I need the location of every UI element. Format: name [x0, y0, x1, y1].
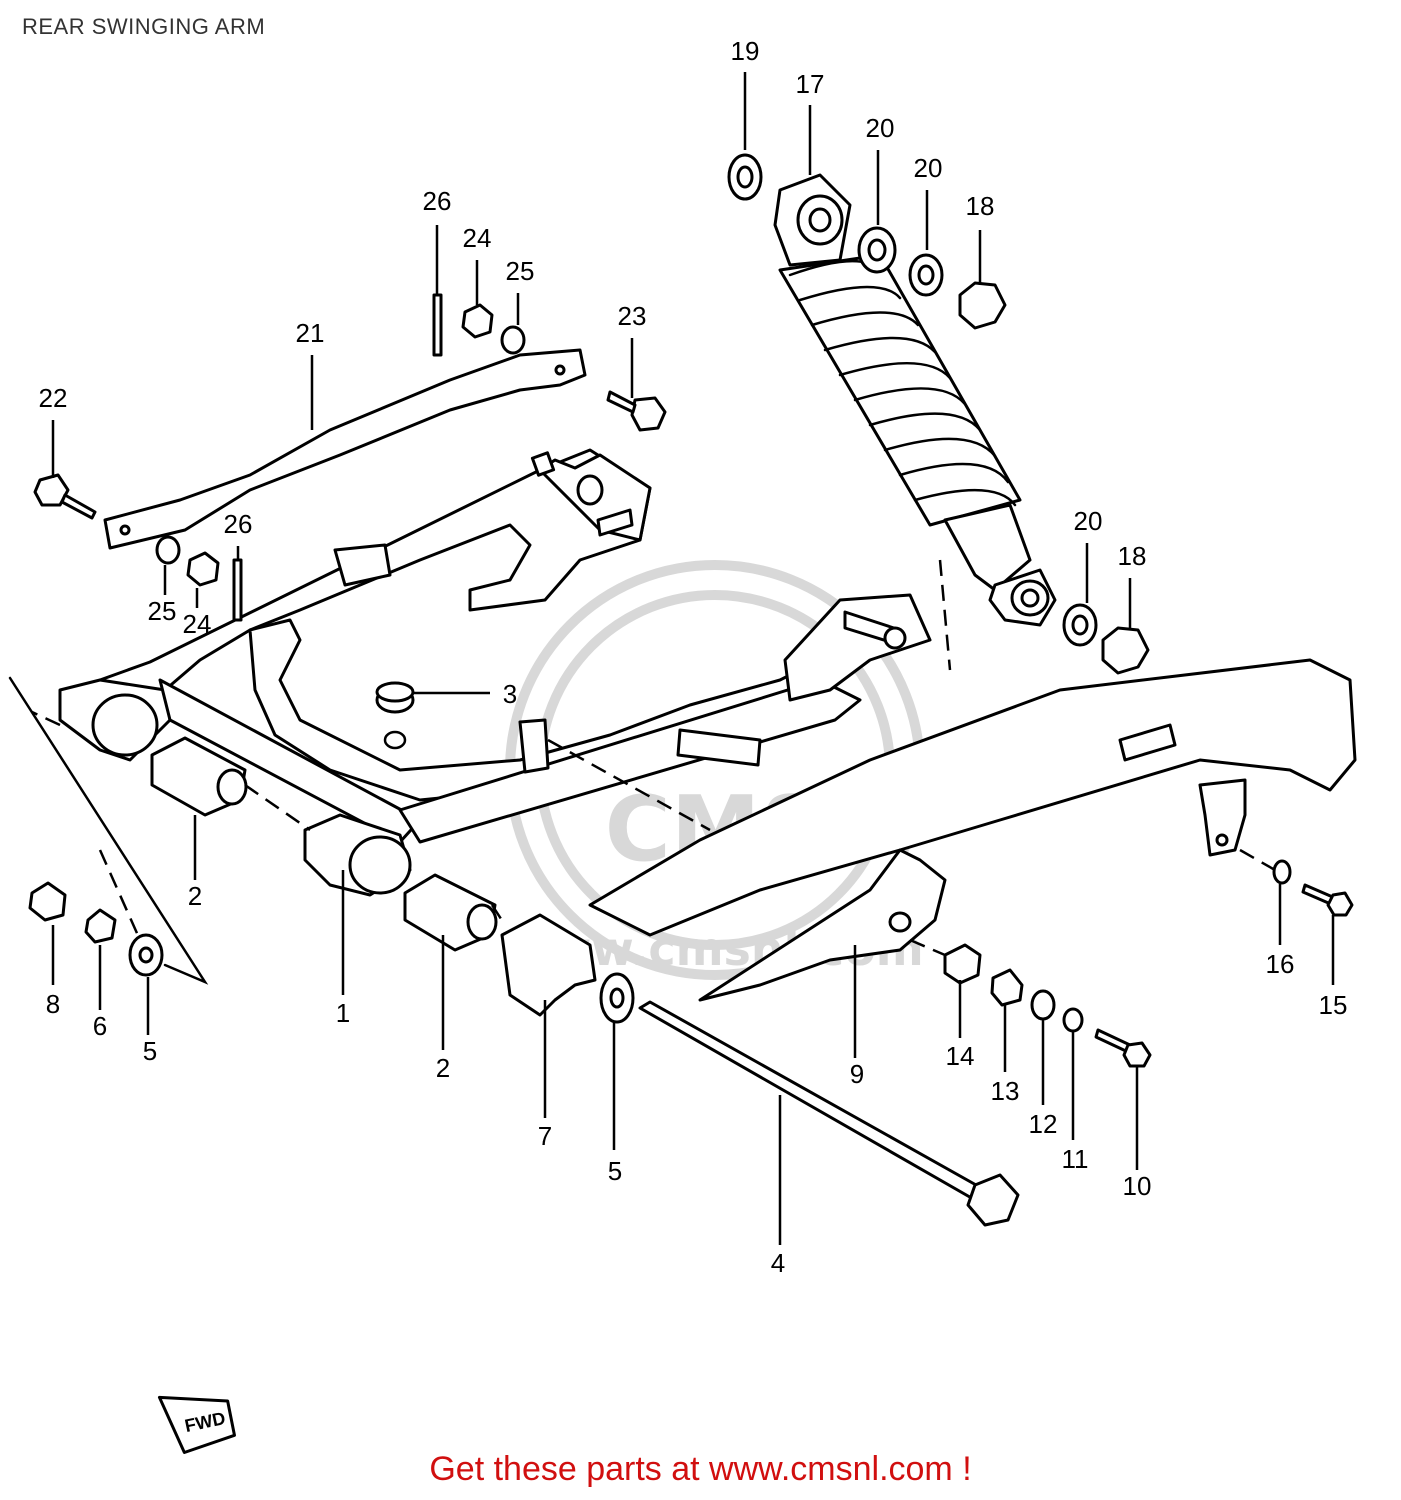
- callout-numbers: 1 2 2 3 4 5 5 6 7 8 9 10 11 12 13 14 15 …: [39, 36, 1348, 1278]
- callout-20: 20: [866, 113, 895, 143]
- callout-20: 20: [914, 153, 943, 183]
- callout-14: 14: [946, 1041, 975, 1071]
- part-23-bolt: [630, 396, 667, 432]
- callout-5: 5: [143, 1036, 157, 1066]
- reference-line: [8, 676, 209, 985]
- callout-22: 22: [39, 383, 68, 413]
- callout-26: 26: [423, 186, 452, 216]
- loose-parts: [28, 153, 1354, 1227]
- part-18-cap-nut-upper: [958, 281, 1007, 330]
- part-22-bolt: [33, 473, 70, 507]
- part-11-washer: [1062, 1007, 1084, 1033]
- part-10-bolt: [1094, 1028, 1132, 1054]
- part-7-cover: [500, 913, 597, 1017]
- callout-5: 5: [608, 1156, 622, 1186]
- callout-24: 24: [183, 609, 212, 639]
- chain-case: [588, 658, 1357, 1002]
- callout-10: 10: [1123, 1171, 1152, 1201]
- callout-20: 20: [1074, 506, 1103, 536]
- part-14-bushing: [943, 943, 982, 985]
- callout-21: 21: [296, 318, 325, 348]
- part-26-pin-upper: [432, 293, 443, 357]
- callout-9: 9: [850, 1059, 864, 1089]
- callout-1: 1: [336, 998, 350, 1028]
- footer-link-text[interactable]: Get these parts at www.cmsnl.com !: [429, 1450, 972, 1488]
- callout-4: 4: [771, 1248, 785, 1278]
- callout-23: 23: [618, 301, 647, 331]
- part-24-nut-lower: [186, 551, 220, 587]
- part-26-pin-lower: [232, 558, 243, 622]
- callout-8: 8: [46, 989, 60, 1019]
- part-24-nut-upper: [461, 303, 494, 339]
- callout-25: 25: [148, 596, 177, 626]
- callout-12: 12: [1029, 1109, 1058, 1139]
- callout-24: 24: [463, 223, 492, 253]
- part-12-washer: [1030, 989, 1056, 1021]
- callout-26: 26: [224, 509, 253, 539]
- callout-25: 25: [506, 256, 535, 286]
- rear-shock-absorber: [773, 173, 1057, 627]
- fwd-arrow-icon: FWD: [157, 1395, 236, 1454]
- callout-15: 15: [1319, 990, 1348, 1020]
- part-6-lock-washer: [84, 908, 117, 944]
- part-21-brace: [103, 348, 587, 550]
- alignment-lines: [31, 559, 1276, 957]
- callout-18: 18: [966, 191, 995, 221]
- part-18-cap-nut-lower: [1101, 626, 1150, 675]
- part-4-pivot-shaft: [638, 1000, 987, 1202]
- part-25-washer-upper: [500, 325, 526, 355]
- part-13-collar: [990, 968, 1024, 1007]
- callout-3: 3: [503, 679, 517, 709]
- callout-19: 19: [731, 36, 760, 66]
- callout-17: 17: [796, 69, 825, 99]
- part-16-washer: [1272, 859, 1292, 885]
- callout-2: 2: [436, 1053, 450, 1083]
- diagram-title: REAR SWINGING ARM: [22, 14, 266, 39]
- callout-13: 13: [991, 1076, 1020, 1106]
- part-25-washer-lower: [155, 535, 181, 565]
- callout-18: 18: [1118, 541, 1147, 571]
- swing-arm-frame: [58, 448, 932, 897]
- callout-leaders: [51, 72, 1335, 1245]
- callout-11: 11: [1062, 1144, 1089, 1174]
- part-8-nut: [28, 881, 67, 922]
- callout-2: 2: [188, 881, 202, 911]
- callout-16: 16: [1266, 949, 1295, 979]
- callout-6: 6: [93, 1011, 107, 1041]
- callout-7: 7: [538, 1121, 552, 1151]
